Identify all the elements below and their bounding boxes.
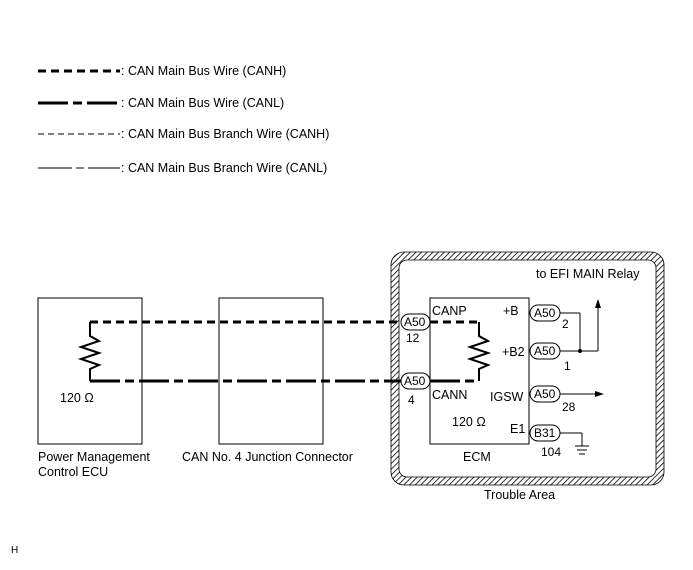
legend-label-canh-main: : CAN Main Bus Wire (CANH) bbox=[121, 64, 286, 78]
efi-relay-wiring bbox=[560, 306, 599, 353]
corner-mark: H bbox=[11, 545, 18, 556]
trouble-area-label: Trouble Area bbox=[484, 488, 555, 502]
ecm-label: ECM bbox=[463, 450, 491, 464]
pin-cann-number: 4 bbox=[408, 393, 415, 407]
ecm-resistor-value: 120 Ω bbox=[452, 415, 486, 429]
ecm-cann-label: CANN bbox=[432, 388, 467, 402]
connector-igsw: A50 bbox=[529, 385, 561, 403]
junction-connector-label: CAN No. 4 Junction Connector bbox=[182, 450, 353, 464]
connector-canp: A50 bbox=[400, 313, 431, 331]
connector-plus-b: A50 bbox=[529, 304, 561, 322]
pin-igsw-number: 28 bbox=[562, 400, 576, 414]
pin-canp-number: 12 bbox=[406, 331, 420, 345]
pm-ecu-name-line2: Control ECU bbox=[38, 465, 108, 479]
legend-label-canl-main: : CAN Main Bus Wire (CANL) bbox=[121, 96, 284, 110]
efi-relay-label: to EFI MAIN Relay bbox=[536, 267, 640, 281]
legend-label-canl-branch: : CAN Main Bus Branch Wire (CANL) bbox=[121, 161, 327, 175]
ecm-plus-b2-label: +B2 bbox=[502, 345, 525, 359]
ecm-e1-label: E1 bbox=[510, 422, 525, 436]
ground-icon bbox=[560, 432, 589, 455]
pin-plus-b2-number: 1 bbox=[564, 359, 571, 373]
connector-plus-b2-id: A50 bbox=[534, 344, 556, 358]
legend-label-canh-branch: : CAN Main Bus Branch Wire (CANH) bbox=[121, 127, 329, 141]
connector-plus-b2: A50 bbox=[529, 342, 561, 360]
connector-igsw-id: A50 bbox=[534, 387, 556, 401]
ecm-canp-label: CANP bbox=[432, 304, 467, 318]
pm-ecu-resistor-value: 120 Ω bbox=[60, 391, 94, 405]
pm-ecu-resistor bbox=[77, 322, 103, 381]
connector-cann-id: A50 bbox=[404, 374, 426, 388]
connector-e1: B31 bbox=[529, 424, 561, 442]
connector-canp-id: A50 bbox=[404, 315, 426, 329]
connector-cann: A50 bbox=[400, 372, 431, 390]
ecm-box bbox=[429, 297, 530, 445]
ecm-plus-b-label: +B bbox=[503, 304, 519, 318]
pin-plus-b-number: 2 bbox=[562, 317, 569, 331]
pm-ecu-name-line1: Power Management bbox=[38, 450, 150, 464]
legend: : CAN Main Bus Wire (CANH) : CAN Main Bu… bbox=[38, 64, 329, 175]
pm-ecu-box bbox=[37, 297, 143, 445]
igsw-arrow-icon bbox=[595, 391, 604, 397]
connector-e1-id: B31 bbox=[534, 426, 556, 440]
junction-connector-box bbox=[218, 297, 324, 445]
trouble-area-frame bbox=[390, 251, 665, 486]
ecm-resistor bbox=[466, 322, 492, 381]
ecm-igsw-label: IGSW bbox=[490, 390, 524, 404]
efi-relay-arrow-icon bbox=[595, 299, 601, 308]
connector-plus-b-id: A50 bbox=[534, 306, 556, 320]
pin-e1-number: 104 bbox=[541, 445, 561, 459]
